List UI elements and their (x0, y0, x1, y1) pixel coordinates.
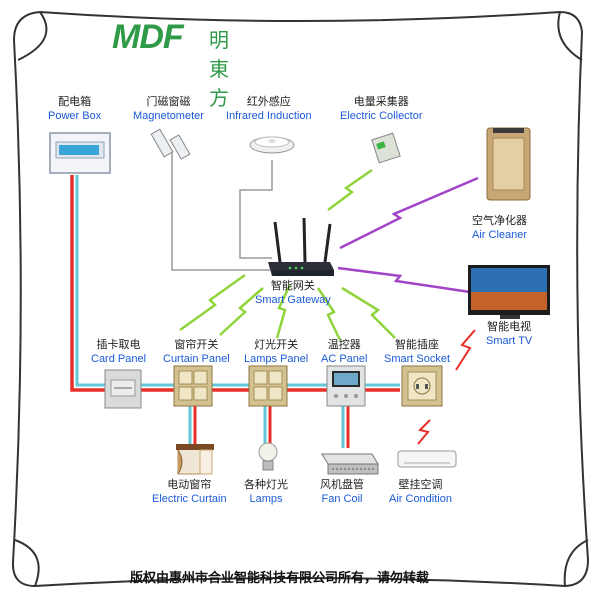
power-box-icon (49, 132, 111, 174)
magnetometer-icon (150, 128, 191, 160)
card-panel-icon (104, 369, 142, 409)
fan-coil-label: 风机盘管 Fan Coil (320, 478, 364, 506)
label-zh: 智能插座 (395, 338, 440, 351)
lamps-label: 各种灯光 Lamps (244, 478, 288, 506)
copyright-notice: 版权由惠州市合业智能科技有限公司所有，请勿转载 (130, 571, 430, 586)
label-zh: 门磁窗磁 (146, 95, 191, 108)
label-en: Magnetometer (133, 110, 204, 122)
label-en: Smart Gateway (255, 294, 331, 306)
label-en: Lamps (249, 493, 283, 505)
label-en: Curtain Panel (163, 353, 230, 365)
infrared-sensor-icon (249, 136, 295, 154)
air-condition-icon (397, 450, 457, 468)
wireless-bolts-green (179, 168, 396, 341)
label-en: Lamps Panel (244, 353, 309, 365)
lamps-panel-label: 灯光开关 Lamps Panel (244, 338, 308, 366)
gateway-label: 智能网关 Smart Gateway (255, 279, 331, 307)
lamps-panel-icon (248, 365, 288, 407)
label-zh: 各种灯光 (244, 478, 288, 491)
air-condition-label: 壁挂空调 Air Condition (389, 478, 452, 506)
wireless-bolts-purple (337, 176, 479, 294)
label-zh: 配电箱 (58, 95, 92, 108)
curtain-panel-icon (173, 365, 213, 407)
label-zh: 风机盘管 (320, 478, 364, 491)
label-zh: 灯光开关 (254, 338, 299, 351)
decorative-frame (11, 10, 590, 588)
wireless-bolt-tv (455, 329, 476, 371)
curtain-panel-label: 窗帘开关 Curtain Panel (163, 338, 230, 366)
label-en: Fan Coil (321, 493, 363, 505)
air-cleaner-label: 空气净化器 Air Cleaner (472, 214, 527, 242)
electric-curtain-label: 电动窗帘 Electric Curtain (152, 478, 227, 506)
label-zh: 温控器 (327, 338, 361, 351)
fan-coil-icon (321, 453, 379, 475)
ac-panel-icon (326, 365, 366, 407)
ac-panel-label: 温控器 AC Panel (321, 338, 367, 366)
electric-collector-label: 电量采集器 Electric Collector (340, 95, 423, 123)
electric-collector-icon (371, 132, 401, 164)
label-zh: 窗帘开关 (174, 338, 219, 351)
label-en: Air Cleaner (472, 229, 528, 241)
label-en: Electric Collector (340, 110, 423, 122)
brand-name: 明東方 (209, 28, 231, 110)
label-en: Power Box (48, 110, 102, 122)
label-en: Card Panel (91, 353, 147, 365)
sensor-links (171, 150, 273, 271)
label-zh: 智能电视 (487, 320, 532, 333)
label-en: Infrared Induction (226, 110, 312, 122)
smart-tv-label: 智能电视 Smart TV (486, 320, 532, 348)
air-cleaner-icon (486, 127, 531, 201)
label-en: Air Condition (389, 493, 452, 505)
magnetometer-label: 门磁窗磁 Magnetometer (133, 95, 204, 123)
power-box-label: 配电箱 Power Box (48, 95, 101, 123)
infrared-label: 红外感应 Infrared Induction (226, 95, 312, 123)
label-en: Electric Curtain (152, 493, 227, 505)
label-zh: 电量采集器 (353, 95, 409, 108)
label-zh: 电动窗帘 (167, 478, 212, 491)
label-zh: 智能网关 (270, 279, 315, 292)
label-zh: 红外感应 (246, 95, 291, 108)
label-zh: 插卡取电 (96, 338, 141, 351)
smart-gateway-icon (268, 217, 334, 276)
lamp-bulb-icon (258, 442, 278, 471)
label-en: Smart TV (486, 335, 533, 347)
label-en: AC Panel (321, 353, 368, 365)
card-panel-label: 插卡取电 Card Panel (91, 338, 146, 366)
label-zh: 壁挂空调 (398, 478, 443, 491)
electric-curtain-icon (176, 444, 214, 475)
logo-mark: MDF (112, 18, 184, 56)
label-zh: 空气净化器 (472, 214, 528, 227)
label-en: Smart Socket (384, 353, 451, 365)
wireless-bolt-red (417, 419, 431, 445)
smart-tv-icon (468, 265, 550, 319)
smart-socket-label: 智能插座 Smart Socket (384, 338, 450, 366)
smart-socket-icon (401, 365, 443, 407)
